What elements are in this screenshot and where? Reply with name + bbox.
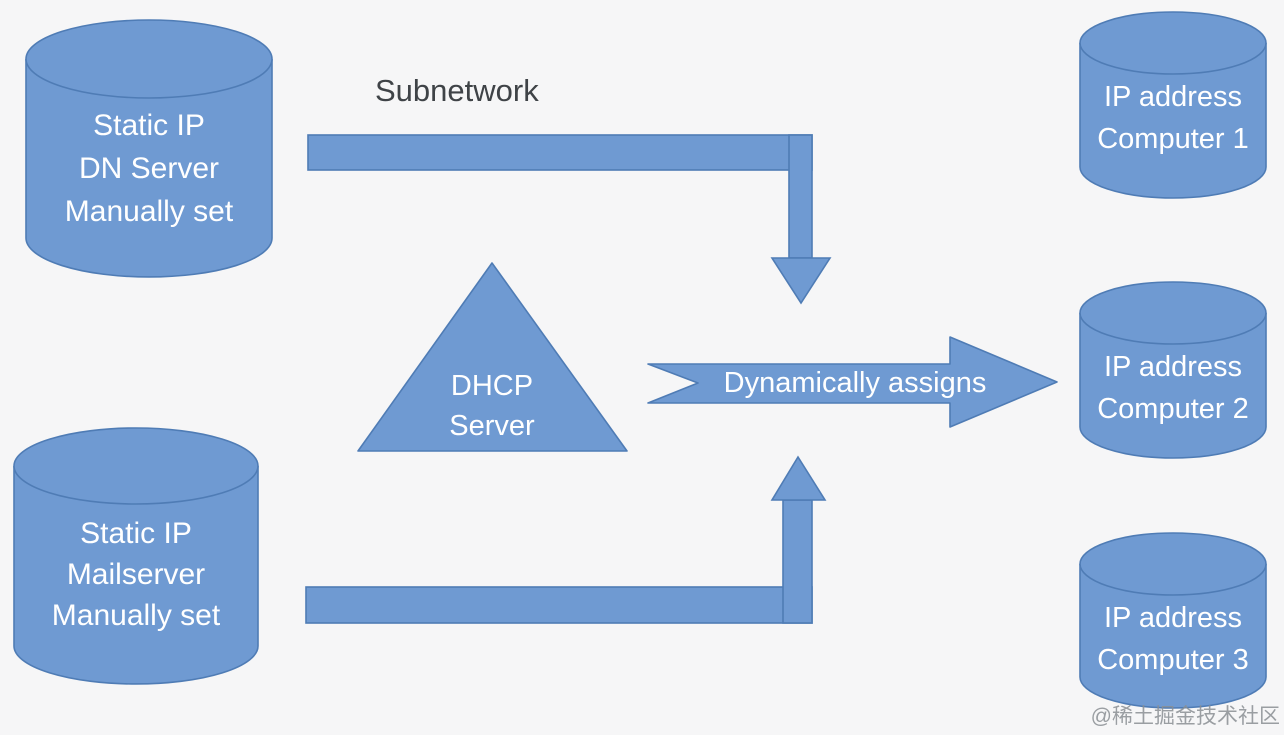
subnetwork-arrow-vertical-bar [788, 134, 813, 259]
mailserver-arrow-horizontal-bar [305, 586, 813, 624]
computer1-cylinder-top [1079, 11, 1267, 75]
computer2-cylinder-top [1079, 281, 1267, 345]
mail-server-cylinder-body [13, 466, 259, 685]
computer3-cylinder [1079, 532, 1267, 709]
computer2-cylinder-body [1079, 313, 1267, 459]
mailserver-arrow-vertical-bar [782, 499, 813, 624]
subnetwork-arrow-down-head [770, 257, 832, 305]
computer3-cylinder-body [1079, 564, 1267, 709]
computer1-cylinder-body [1079, 43, 1267, 199]
dynamically-assigns-arrow [647, 336, 1058, 428]
subnetwork-label: Subnetwork [375, 73, 539, 108]
dn-server-cylinder-top [25, 19, 273, 99]
mail-server-cylinder-top [13, 427, 259, 505]
mailserver-elbow-arrow [305, 455, 827, 624]
computer1-cylinder [1079, 11, 1267, 199]
computer3-cylinder-top [1079, 532, 1267, 596]
mailserver-arrow-up-head [770, 455, 827, 501]
mail-server-cylinder [13, 427, 259, 685]
watermark: @稀土掘金技术社区 [1090, 705, 1280, 728]
subnetwork-arrow-horizontal-bar [307, 134, 813, 171]
dhcp-server-triangle [357, 262, 628, 452]
dn-server-cylinder-body [25, 59, 273, 278]
computer2-cylinder [1079, 281, 1267, 459]
subnetwork-elbow-arrow [307, 134, 832, 305]
dynamically-assigns-label: Dynamically assigns [723, 367, 987, 399]
dn-server-cylinder [25, 19, 273, 278]
